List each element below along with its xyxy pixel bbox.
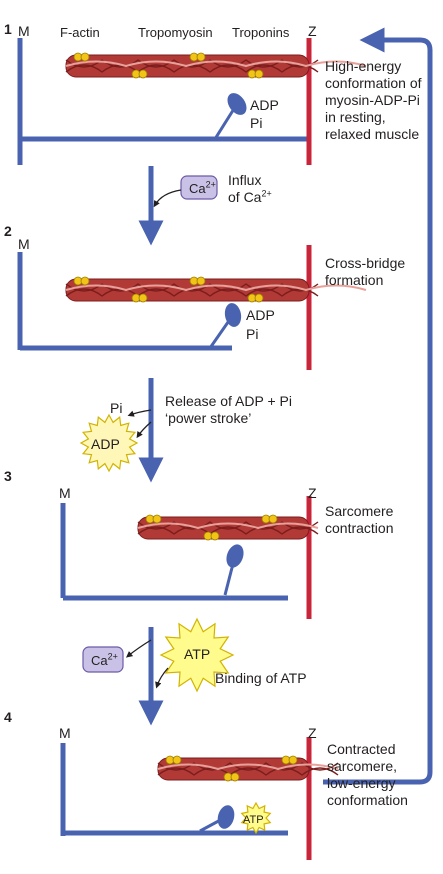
panel-4-number: 4 (4, 709, 12, 725)
panel-3-number: 3 (4, 468, 12, 484)
power-stroke-text: Release of ADP + Pi ‘power stroke’ (165, 393, 292, 427)
panel-1-description: High-energy conformation of myosin-ADP-P… (325, 58, 443, 143)
panel-4-description: Contracted sarcomere, low-energy conform… (327, 741, 437, 809)
panel-4-m-label: M (59, 725, 71, 741)
myosin-head (217, 805, 235, 829)
panel-1-description-line: conformation of (325, 75, 422, 91)
panel-4-z-label: Z (308, 725, 317, 741)
panel-1-description-line: High-energy (325, 58, 402, 74)
troponin-complex (254, 293, 264, 303)
troponin-complex (138, 69, 148, 79)
tropomyosin-strand (65, 284, 367, 292)
calcium-ion-label-2: Ca2+ (91, 651, 118, 668)
adp-release-arrow (136, 421, 152, 439)
calcium-ion-1 (180, 175, 218, 200)
troponin-complex (210, 531, 220, 541)
myosin-head-panel-4 (199, 805, 235, 833)
cycle-return-arrow (323, 27, 433, 785)
bound-atp-burst (240, 801, 272, 835)
binding-atp-text: Binding of ATP (215, 670, 307, 686)
panel-3-description: Sarcomere contraction (325, 503, 435, 537)
panel-1-z-label: Z (308, 23, 317, 39)
panel-1-m-label: M (18, 23, 30, 39)
myosin-head (226, 544, 244, 568)
actin-filament-panel-3 (137, 514, 319, 541)
panel-1-pi-label: Pi (250, 115, 263, 131)
tropomyosin-strand (157, 763, 339, 771)
released-adp-label: ADP (91, 436, 120, 452)
troponin-complex (152, 514, 162, 524)
troponin-complex (254, 69, 264, 79)
troponins-label: Troponins (232, 25, 290, 40)
tropomyosin-label: Tropomyosin (138, 25, 213, 40)
myosin-head (224, 303, 242, 327)
panel-2-number: 2 (4, 223, 12, 239)
sarcomere-panel-2 (17, 245, 312, 370)
panel-1-description-line: in resting, (325, 109, 386, 125)
panel-4-description-line: Contracted (327, 741, 396, 757)
troponin-complex (288, 755, 298, 765)
actin-filament-panel-2 (65, 276, 367, 303)
bound-atp-label: ATP (243, 814, 264, 826)
tropomyosin-strand (65, 60, 367, 68)
atp-burst (159, 617, 235, 693)
influx-text: Influx of Ca2+ (228, 172, 272, 206)
f-actin-label: F-actin (60, 25, 100, 40)
troponin-complex (172, 755, 182, 765)
troponin-complex (138, 293, 148, 303)
sarcomere-panel-1 (17, 38, 312, 165)
power-stroke-text-line: ‘power stroke’ (165, 410, 252, 426)
myosin-head-panel-3 (223, 544, 244, 596)
influx-text-line: of Ca2+ (228, 188, 272, 205)
panel-1-description-line: relaxed muscle (325, 126, 420, 142)
panel-1-description-line: myosin-ADP-Pi (325, 92, 420, 108)
panel-2-m-label: M (18, 236, 30, 252)
myosin-head-panel-1 (213, 93, 247, 140)
panel-3-m-label: M (59, 485, 71, 501)
panel-4-description-line: conformation (327, 792, 408, 808)
troponin-complex (196, 52, 206, 62)
panel-2-description-line: formation (325, 272, 384, 288)
panel-3-description-line: contraction (325, 520, 394, 536)
panel-4-description-line: low-energy (327, 775, 396, 791)
panel-4-description-line: sarcomere, (327, 758, 398, 774)
myosin-head-panel-2 (208, 303, 242, 349)
actin-strand (157, 767, 339, 776)
panel-3-description-line: Sarcomere (325, 503, 394, 519)
panel-2-pi-label: Pi (246, 326, 259, 342)
troponin-complex (80, 276, 90, 286)
sarcomere-panel-4 (60, 737, 312, 860)
calcium-ion-2 (82, 646, 124, 673)
calcium-influx-arrow (153, 189, 182, 208)
atp-binding-arrow (155, 667, 169, 689)
sarcomere-panel-3 (60, 496, 312, 619)
troponin-complex (80, 52, 90, 62)
released-pi-label: Pi (110, 400, 123, 416)
power-stroke-text-line: Release of ADP + Pi (165, 393, 292, 409)
actin-filament-panel-1 (65, 52, 367, 79)
calcium-ion-label-1: Ca2+ (189, 179, 216, 196)
troponin-complex (268, 514, 278, 524)
actin-strand (137, 526, 319, 535)
actin-filament-panel-4 (157, 755, 339, 782)
influx-text-line: Influx (228, 172, 262, 188)
panel-3-z-label: Z (308, 485, 317, 501)
calcium-release-arrow (125, 639, 152, 658)
myosin-head (227, 93, 247, 115)
atp-burst-label: ATP (184, 646, 211, 662)
panel-1-number: 1 (4, 21, 12, 37)
tropomyosin-strand (137, 522, 319, 530)
panel-1-adp-label: ADP (250, 97, 279, 113)
pi-release-arrow (127, 409, 152, 417)
panel-2-adp-label: ADP (246, 307, 275, 323)
troponin-complex (196, 276, 206, 286)
panel-2-description: Cross-bridge formation (325, 255, 435, 289)
panel-2-description-line: Cross-bridge (325, 255, 406, 271)
troponin-complex (230, 772, 240, 782)
released-adp-burst (79, 413, 139, 473)
